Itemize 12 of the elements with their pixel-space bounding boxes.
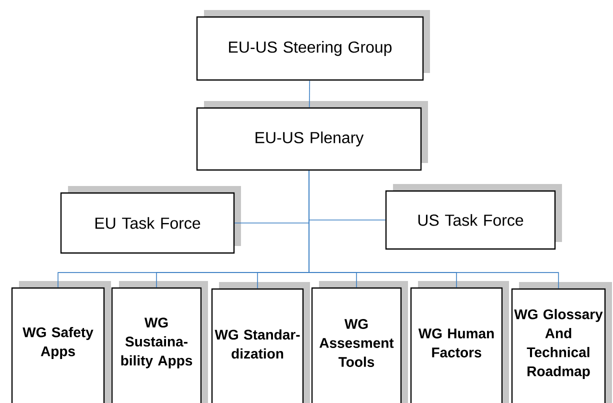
org-box: EU-US Steering Group <box>196 10 430 81</box>
org-box: WG Sustaina- bility Apps <box>111 280 208 403</box>
org-box: WG Assesment Tools <box>311 280 408 403</box>
org-box: WG Glossary And Technical Roadmap <box>511 282 612 403</box>
org-box: US Task Force <box>385 184 562 250</box>
org-box: WG Safety Apps <box>11 280 111 403</box>
org-box: EU Task Force <box>60 186 241 254</box>
connector-line <box>308 80 310 108</box>
org-box: WG Standar- dization <box>211 282 310 403</box>
org-box: WG Human Factors <box>410 280 509 403</box>
org-box: EU-US Plenary <box>196 101 428 171</box>
connector-line <box>308 170 559 289</box>
